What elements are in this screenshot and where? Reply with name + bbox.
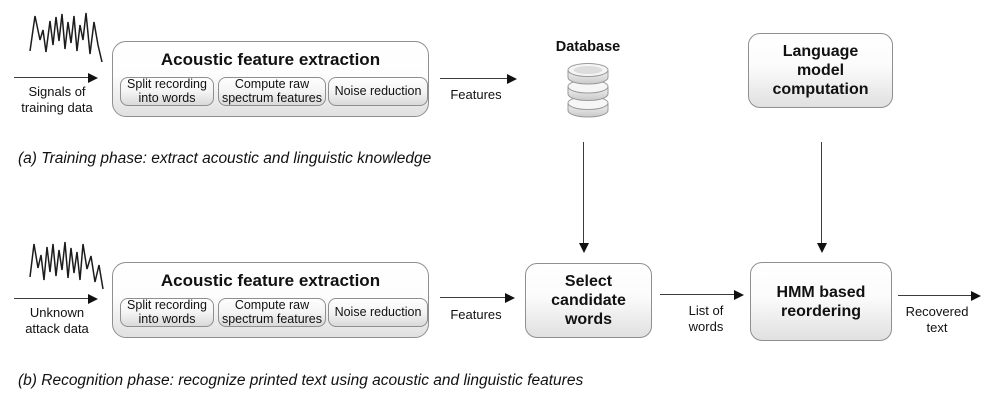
language-model-to-hmm-arrow xyxy=(816,142,827,253)
waveform-icon xyxy=(29,241,104,290)
training-acoustic-feature-extraction-box: Acoustic feature extraction Split record… xyxy=(112,41,429,117)
list-of-words-label: List of words xyxy=(688,303,724,334)
database-icon xyxy=(567,63,609,118)
recovered-text-arrow xyxy=(898,290,981,301)
language-model-computation-box: Language model computation xyxy=(748,33,893,108)
recognition-input-label: Unknown attack data xyxy=(25,305,89,336)
afe-step-compute-spectrum: Compute raw spectrum features xyxy=(218,77,326,106)
select-candidate-words-box: Select candidate words xyxy=(525,263,652,338)
waveform-icon xyxy=(29,12,103,63)
afe-step-split-recording: Split recording into words xyxy=(120,298,214,327)
training-features-label: Features xyxy=(450,87,502,102)
recovered-text-label: Recovered text xyxy=(905,304,969,335)
training-input-label: Signals of training data xyxy=(21,84,93,115)
recognition-acoustic-feature-extraction-box: Acoustic feature extraction Split record… xyxy=(112,262,429,338)
afe-step-compute-spectrum: Compute raw spectrum features xyxy=(218,298,326,327)
afe-step-noise-reduction: Noise reduction xyxy=(328,77,428,106)
training-features-arrow xyxy=(440,73,517,84)
afe-title: Acoustic feature extraction xyxy=(160,50,381,69)
training-input-arrow xyxy=(14,72,98,83)
database-to-select-arrow xyxy=(578,142,589,253)
afe-title: Acoustic feature extraction xyxy=(160,271,381,290)
hmm-based-reordering-box: HMM based reordering xyxy=(750,262,892,341)
caption-recognition-phase: (b) Recognition phase: recognize printed… xyxy=(18,372,584,389)
caption-training-phase: (a) Training phase: extract acoustic and… xyxy=(18,150,432,167)
recognition-input-arrow xyxy=(14,293,98,304)
list-of-words-arrow xyxy=(660,289,744,300)
recognition-features-arrow xyxy=(440,292,515,303)
database-label: Database xyxy=(555,39,621,55)
afe-step-split-recording: Split recording into words xyxy=(120,77,214,106)
recognition-features-label: Features xyxy=(450,307,502,322)
afe-step-noise-reduction: Noise reduction xyxy=(328,298,428,327)
